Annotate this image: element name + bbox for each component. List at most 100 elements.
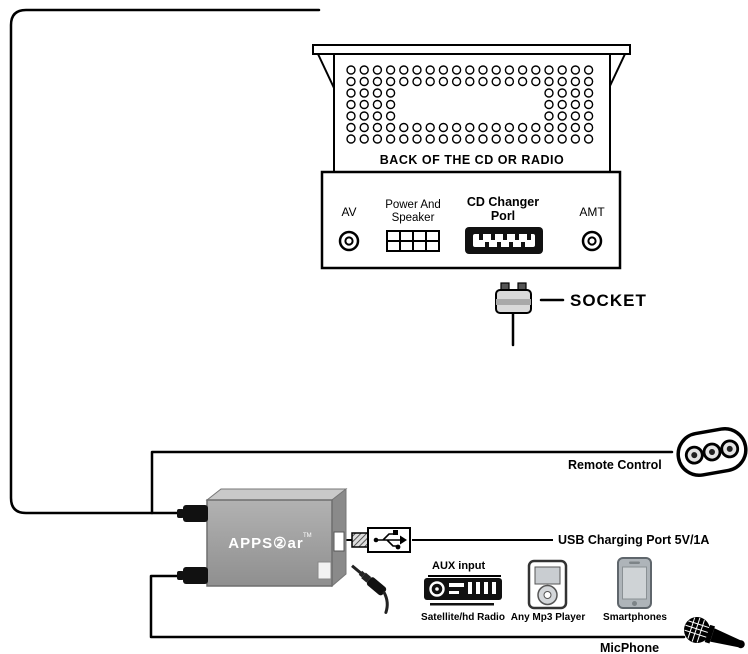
smartphone-label: Smartphones <box>603 612 667 623</box>
vent-hole <box>385 99 396 110</box>
vent-hole <box>570 65 581 75</box>
vent-hole <box>359 65 369 75</box>
vent-hole <box>517 65 528 75</box>
vent-hole <box>557 122 567 133</box>
smartphone-icon <box>617 557 652 609</box>
vent-hole <box>359 99 369 110</box>
vent-hole <box>491 122 501 133</box>
vent-hole <box>372 111 383 121</box>
cd-port-connector-icon <box>465 227 543 254</box>
vent-hole <box>570 111 581 121</box>
vent-hole <box>557 134 567 144</box>
vent-holes <box>346 65 594 144</box>
vent-hole <box>544 76 554 87</box>
cd-port-label-line2: Porl <box>491 209 515 223</box>
vent-hole <box>557 76 567 87</box>
remote-control-icon <box>676 426 748 478</box>
vent-hole <box>465 122 475 133</box>
vent-hole <box>557 99 567 110</box>
vent-hole <box>346 122 356 133</box>
adapter-din-port <box>333 531 345 552</box>
av-label: AV <box>341 205 356 219</box>
vent-hole <box>491 134 501 144</box>
vent-hole <box>478 65 488 75</box>
vent-hole <box>478 134 488 144</box>
vent-hole <box>412 76 422 87</box>
vent-hole <box>570 76 581 87</box>
vent-hole <box>465 65 475 75</box>
vent-hole <box>385 65 396 75</box>
vent-hole <box>583 88 594 98</box>
vent-hole <box>425 65 435 75</box>
vent-hole <box>438 65 449 75</box>
vent-hole <box>385 122 396 133</box>
vent-hole <box>372 76 383 87</box>
vent-hole <box>531 76 541 87</box>
vent-hole <box>346 88 356 98</box>
vent-hole <box>478 76 488 87</box>
amt-label: AMT <box>579 205 605 219</box>
vent-hole <box>531 134 541 144</box>
vent-hole <box>385 76 396 87</box>
vent-hole <box>491 65 501 75</box>
vent-hole <box>583 134 594 144</box>
vent-hole <box>504 134 515 144</box>
vent-hole <box>346 134 356 144</box>
vent-hole <box>504 76 515 87</box>
vent-hole <box>359 122 369 133</box>
vent-hole <box>544 134 554 144</box>
vent-hole <box>491 76 501 87</box>
vent-hole <box>570 88 581 98</box>
vent-hole <box>544 65 554 75</box>
radio-unit: BACK OF THE CD OR RADIO AV Power And Spe… <box>312 44 631 270</box>
vent-hole <box>438 122 449 133</box>
mp3-player-label: Any Mp3 Player <box>511 612 586 623</box>
vent-hole <box>570 134 581 144</box>
vent-hole <box>583 122 594 133</box>
vent-hole <box>425 76 435 87</box>
vent-hole <box>504 65 515 75</box>
vent-hole <box>385 88 396 98</box>
usb-label: USB Charging Port 5V/1A <box>558 533 709 547</box>
vent-hole <box>399 65 409 75</box>
vent-hole <box>544 99 554 110</box>
vent-hole <box>531 65 541 75</box>
vent-hole <box>465 76 475 87</box>
adapter-box: APPS②ar TM <box>177 487 348 588</box>
vent-hole <box>412 122 422 133</box>
adapter-top-face <box>205 488 348 501</box>
aux-plug-icon <box>351 564 389 614</box>
vent-hole <box>544 122 554 133</box>
vent-hole <box>451 122 462 133</box>
vent-hole <box>544 88 554 98</box>
adapter-aux-port <box>317 561 332 580</box>
vent-hole <box>438 76 449 87</box>
vent-hole <box>425 122 435 133</box>
vent-hole <box>399 122 409 133</box>
vent-hole <box>517 76 528 87</box>
power-connector-icon <box>386 230 440 252</box>
vent-hole <box>583 99 594 110</box>
vent-hole <box>583 65 594 75</box>
radio-mount-bar <box>312 44 631 55</box>
socket-icon <box>495 282 532 314</box>
vent-hole <box>425 134 435 144</box>
vent-hole <box>399 134 409 144</box>
vent-hole <box>359 134 369 144</box>
wire-radio-to-adapter <box>9 8 321 515</box>
cd-port-label-line1: CD Changer <box>467 195 539 209</box>
wire-remote <box>150 450 674 515</box>
av-connector-icon <box>338 230 360 252</box>
amt-connector-icon <box>581 230 603 252</box>
adapter-front-face <box>206 499 333 587</box>
vent-hole <box>504 122 515 133</box>
mount-slant-right <box>608 53 626 89</box>
vent-hole <box>451 65 462 75</box>
vent-hole <box>372 122 383 133</box>
aux-label: AUX input <box>432 560 485 572</box>
vent-hole <box>478 122 488 133</box>
power-label-line2: Speaker <box>392 212 435 224</box>
vent-hole <box>385 111 396 121</box>
adapter-plug-bottom <box>177 567 208 584</box>
satellite-radio-icon <box>424 578 502 606</box>
